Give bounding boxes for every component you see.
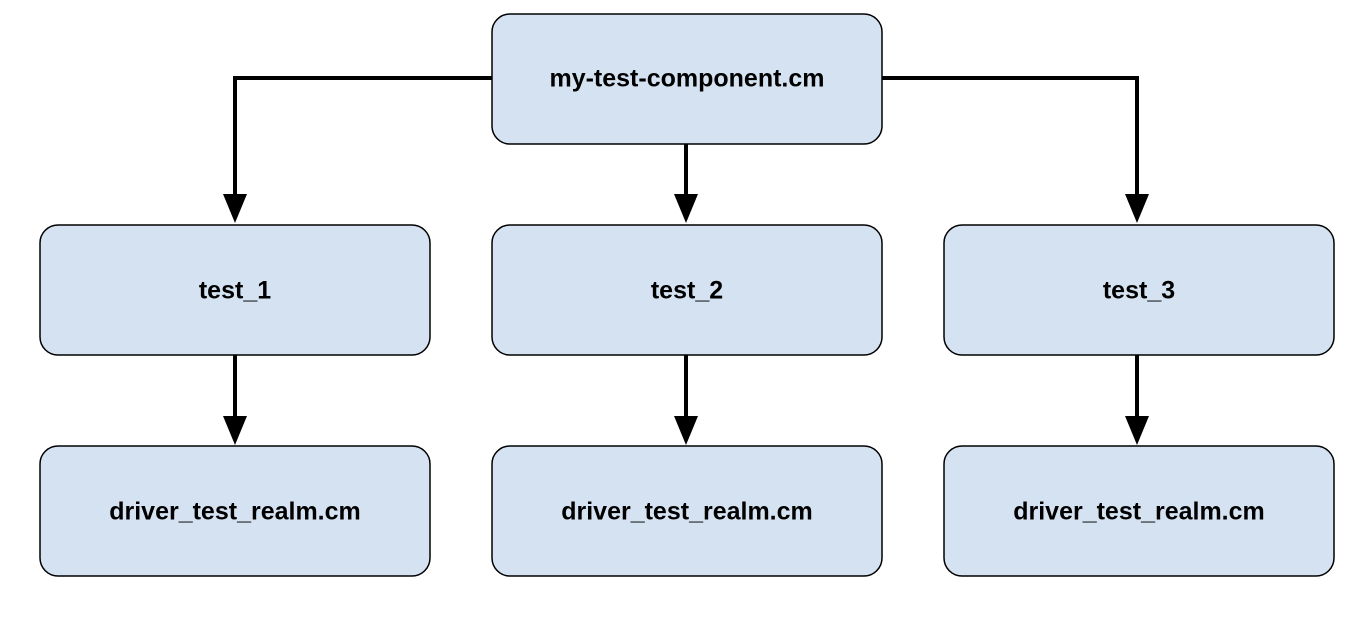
node-driver-1: driver_test_realm.cm — [39, 445, 431, 577]
node-test-1: test_1 — [39, 224, 431, 356]
node-driver-3: driver_test_realm.cm — [943, 445, 1335, 577]
edge-root-to-test-1 — [223, 76, 493, 223]
node-test-3-label: test_3 — [1103, 277, 1175, 305]
node-driver-2-label: driver_test_realm.cm — [561, 498, 813, 526]
node-test-2-box — [491, 224, 883, 356]
node-test-3: test_3 — [943, 224, 1335, 356]
nodes: my-test-component.cm test_1 test_2 test_… — [39, 13, 1335, 577]
edge-test-1-to-driver-1 — [223, 355, 247, 445]
edge-test-3-to-driver-3 — [1125, 355, 1149, 445]
arrowhead — [1125, 416, 1149, 445]
node-test-2: test_2 — [491, 224, 883, 356]
node-driver-1-box — [39, 445, 431, 577]
node-test-1-label: test_1 — [199, 277, 271, 305]
arrowhead — [223, 194, 247, 223]
arrowhead — [674, 416, 698, 445]
node-test-3-box — [943, 224, 1335, 356]
node-root-box — [491, 13, 883, 145]
edge-root-to-test-2 — [674, 144, 698, 223]
node-driver-3-label: driver_test_realm.cm — [1013, 498, 1265, 526]
node-test-2-label: test_2 — [651, 277, 723, 305]
arrowhead — [223, 416, 247, 445]
node-driver-2: driver_test_realm.cm — [491, 445, 883, 577]
node-driver-1-label: driver_test_realm.cm — [109, 498, 361, 526]
node-root: my-test-component.cm — [491, 13, 883, 145]
node-driver-3-box — [943, 445, 1335, 577]
node-driver-2-box — [491, 445, 883, 577]
node-test-1-box — [39, 224, 431, 356]
edge-test-2-to-driver-2 — [674, 355, 698, 445]
node-root-label: my-test-component.cm — [549, 65, 824, 93]
arrowhead — [674, 194, 698, 223]
edge-root-to-test-3 — [881, 76, 1149, 223]
edges — [223, 76, 1149, 445]
arrowhead — [1125, 194, 1149, 223]
